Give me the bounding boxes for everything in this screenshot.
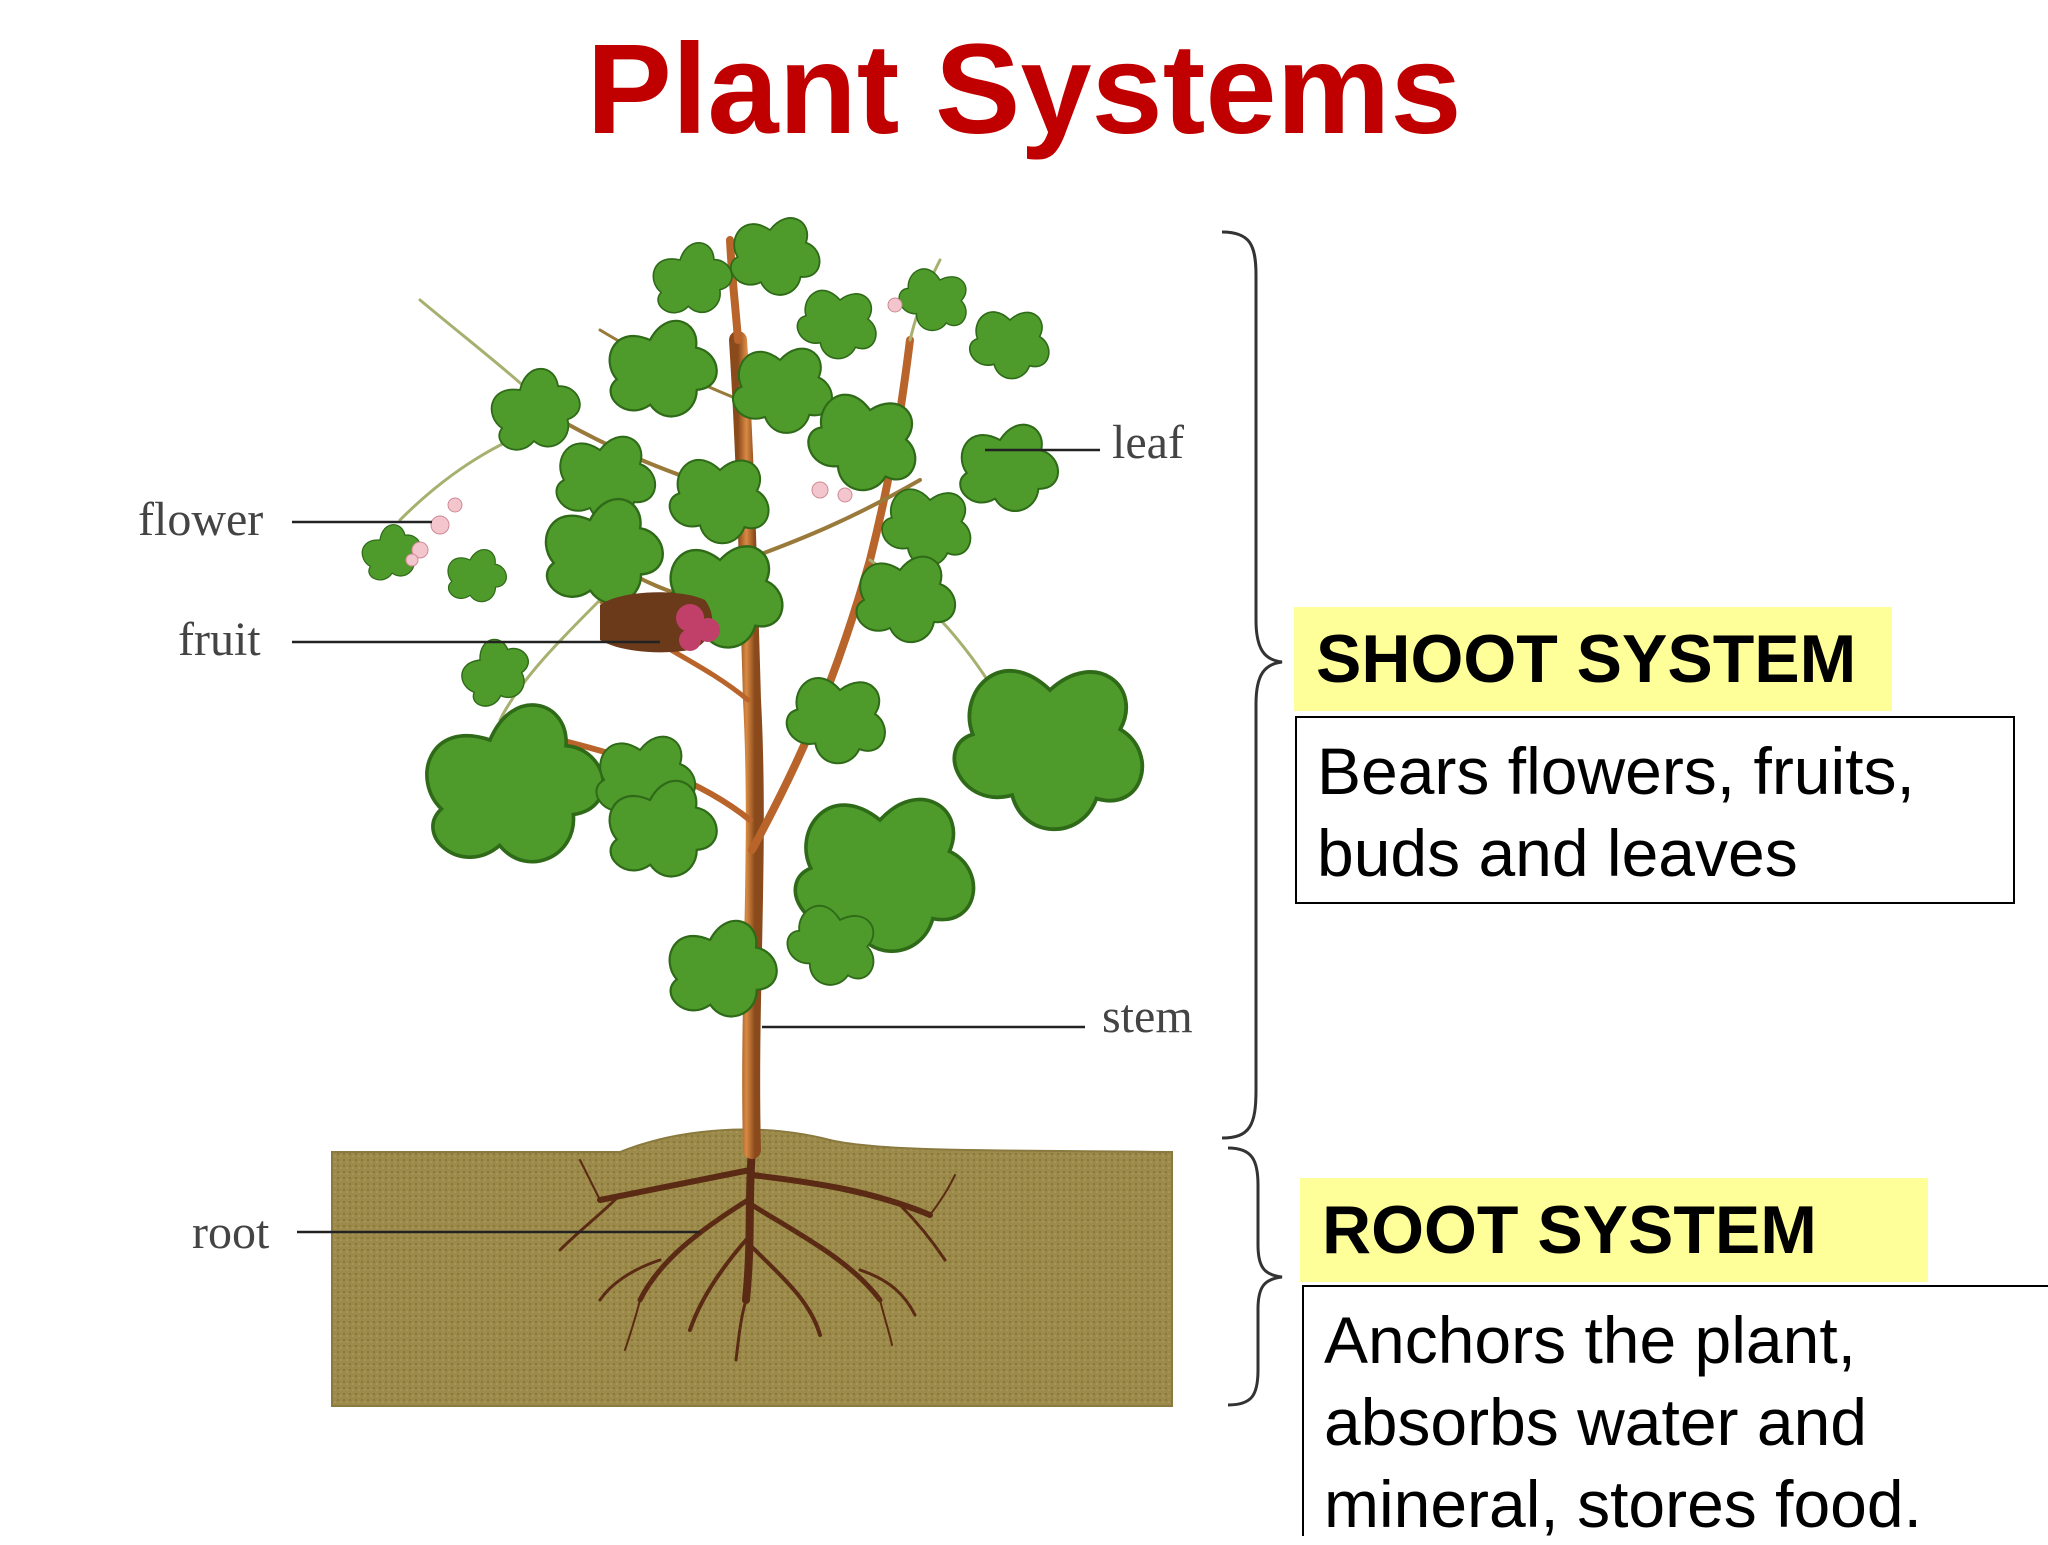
shoot-system-brace [1221,230,1283,1140]
label-flower: flower [138,493,263,546]
fruit [600,592,720,653]
shoot-system-heading: SHOOT SYSTEM [1294,607,1892,711]
root-system-heading: ROOT SYSTEM [1300,1178,1928,1282]
flowers [405,297,903,567]
label-root: root [192,1206,270,1259]
page-title: Plant Systems [586,18,1462,161]
shoot-system-description: Bears flowers, fruits, buds and leaves [1295,716,2015,904]
root-system-description: Anchors the plant, absorbs water and min… [1302,1285,2048,1541]
label-fruit: fruit [178,613,261,666]
root-system-brace [1227,1146,1283,1407]
roots [558,1146,956,1362]
label-stem: stem [1102,990,1193,1043]
label-lines [292,448,1100,1234]
label-leaf: leaf [1112,416,1184,469]
